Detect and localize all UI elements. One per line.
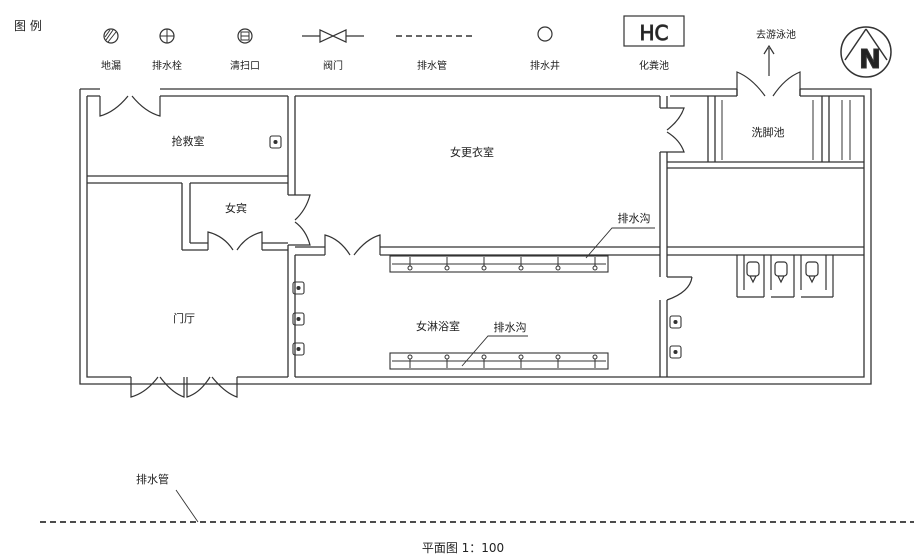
toilet-stalls	[736, 255, 834, 298]
legend-label-floor-drain: 地漏	[101, 59, 121, 72]
to-pool-label: 去游泳池	[756, 28, 796, 41]
drain-ditch-lower	[389, 352, 609, 370]
valve-icon	[302, 29, 364, 43]
cleanout-icon	[237, 28, 253, 44]
room-label-foot-bath: 洗脚池	[752, 125, 785, 139]
floor-drain-icon	[103, 28, 119, 44]
north-label: N	[859, 45, 881, 75]
room-label-lobby: 门厅	[173, 311, 195, 325]
north-arrow-icon: N	[840, 26, 892, 78]
legend-label-cleanout: 清扫口	[230, 59, 260, 72]
legend-label-valve: 阀门	[323, 59, 343, 72]
room-label-women-changing: 女更衣室	[450, 145, 494, 159]
legend-title: 图 例	[14, 19, 42, 33]
legend: 图 例 地漏 排水栓 清扫口 阀门	[14, 15, 685, 72]
drain-ditch-label-upper: 排水沟	[618, 211, 651, 225]
foot-bath-lanes	[721, 100, 851, 160]
legend-label-drain-well: 排水井	[530, 59, 560, 72]
wall-fixtures	[269, 135, 682, 359]
room-label-women-shower: 女淋浴室	[416, 319, 460, 333]
doors	[99, 71, 801, 398]
septic-tank-symbol: HC	[639, 21, 668, 45]
building-walls	[79, 88, 872, 385]
drain-well-icon	[537, 26, 553, 42]
drain-plug-icon	[159, 28, 175, 44]
drain-ditch-upper-drains	[407, 257, 598, 271]
leader-lines	[461, 227, 655, 367]
room-label-women-vip: 女宾	[225, 201, 247, 215]
legend-label-drain-plug: 排水栓	[152, 59, 182, 72]
drain-ditch-label-lower: 排水沟	[494, 320, 527, 334]
legend-label-drain-pipe: 排水管	[417, 59, 447, 72]
to-pool-arrow-icon	[763, 44, 775, 76]
room-label-first-aid: 抢救室	[172, 134, 205, 148]
drain-pipe-label: 排水管	[136, 472, 169, 486]
legend-label-septic-tank: 化粪池	[639, 59, 669, 72]
drain-ditch-upper	[389, 255, 609, 273]
septic-tank-icon: HC	[623, 15, 685, 47]
drain-ditch-lower-drains	[407, 354, 598, 368]
plan-scale-title: 平面图 1：100	[422, 541, 504, 555]
drain-pipe-leader	[175, 489, 199, 523]
